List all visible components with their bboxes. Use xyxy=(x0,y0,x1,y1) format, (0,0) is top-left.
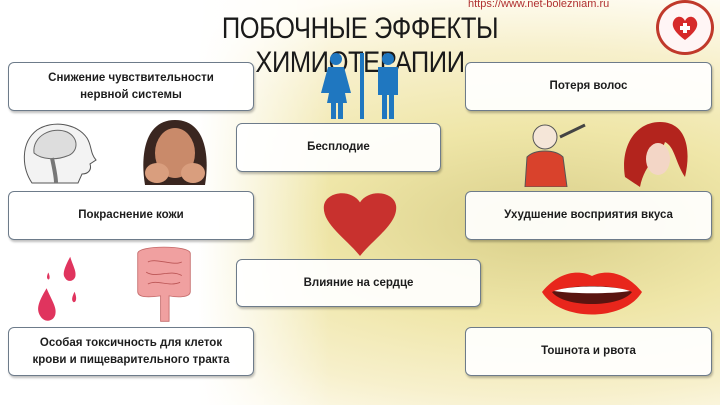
red-hair-woman-icon xyxy=(624,122,688,187)
effect-nausea: Тошнота и рвота xyxy=(465,327,712,376)
blood-drops-icon xyxy=(38,256,77,321)
effect-heart: Влияние на сердце xyxy=(236,259,481,307)
brain-head-icon xyxy=(23,123,97,184)
heart-cross-icon xyxy=(672,16,698,40)
effect-blood-digestive-toxicity: Особая токсичность для клеток крови и пи… xyxy=(8,327,254,376)
effect-skin-redness: Покраснение кожи xyxy=(8,191,254,240)
effect-taste: Ухудшение восприятия вкуса xyxy=(465,191,712,240)
male-female-icon xyxy=(321,53,398,119)
hair-cut-icon xyxy=(524,123,586,187)
face-icon xyxy=(143,120,207,185)
heart-icon xyxy=(323,193,397,256)
site-url[interactable]: https://www.net-bolezniam.ru xyxy=(468,0,610,10)
effect-hair-loss: Потеря волос xyxy=(465,62,712,111)
effect-infertility: Бесплодие xyxy=(236,123,441,172)
intestines-icon xyxy=(137,246,191,322)
page-title: ПОБОЧНЫЕ ЭФФЕКТЫ ХИМИОТЕРАПИИ xyxy=(221,12,499,79)
effect-nervous-system: Снижение чувствительности нервной систем… xyxy=(8,62,254,111)
lips-icon xyxy=(542,272,642,315)
site-logo xyxy=(656,0,714,55)
